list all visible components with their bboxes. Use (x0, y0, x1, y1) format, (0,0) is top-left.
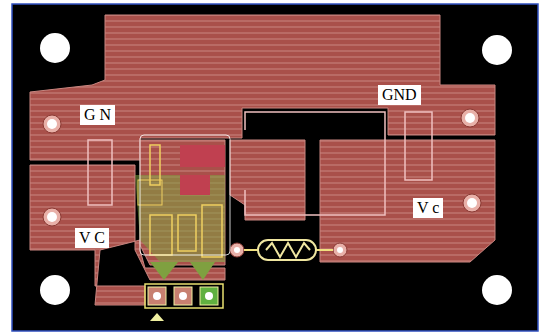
mounting-hole (40, 33, 512, 305)
silkscreen-outline (88, 140, 112, 205)
fuse-symbol (258, 240, 316, 260)
board-outline (12, 4, 538, 331)
copper-pour (230, 140, 305, 220)
smd-area (135, 135, 230, 262)
net-label: V C (75, 228, 109, 248)
net-label: G N (80, 105, 115, 125)
silkscreen-outline (245, 112, 385, 215)
copper-pour (30, 15, 495, 160)
net-label: GND (378, 85, 421, 105)
through-hole-pad (43, 109, 481, 257)
silkscreen-outline (405, 112, 432, 180)
copper-pour (320, 140, 495, 262)
net-label: V c (413, 198, 443, 218)
connector-footprint (145, 262, 223, 321)
